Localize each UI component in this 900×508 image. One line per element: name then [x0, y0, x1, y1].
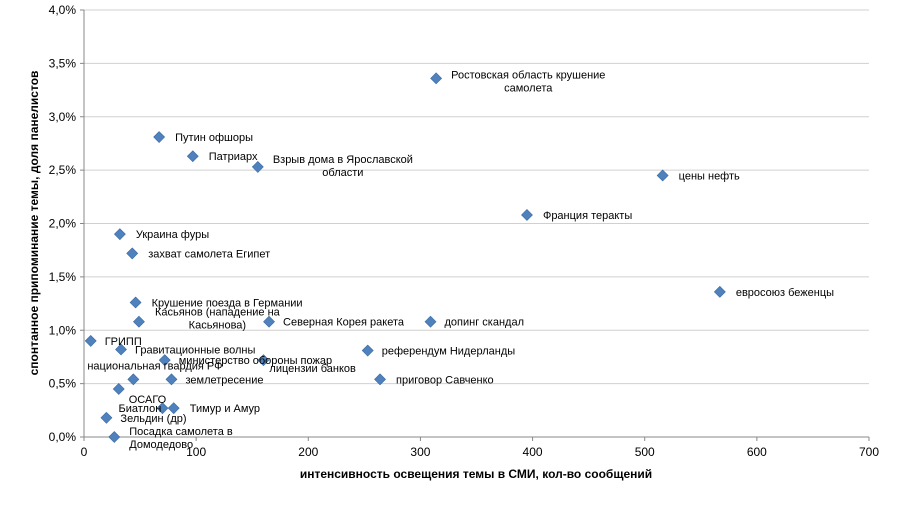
point-label: Путин офшоры — [175, 132, 253, 144]
x-tick-labels: 0 100 200 300 400 500 600 700 — [81, 437, 879, 459]
point-label: захват самолета Египет — [148, 248, 270, 260]
y-axis-title: спонтанное припоминание темы, доля панел… — [27, 71, 41, 376]
point-label: Тимур и Амур — [190, 403, 260, 415]
point-label: референдум Нидерланды — [382, 346, 516, 358]
x-axis-title: интенсивность освещения темы в СМИ, кол-… — [300, 467, 652, 481]
data-point-marker — [424, 315, 437, 328]
point-label: Франция теракты — [543, 210, 632, 222]
data-point-marker — [263, 315, 275, 328]
data-point-marker — [251, 160, 264, 173]
point-label-line: Взрыв дома в Ярославской — [273, 154, 413, 166]
x-tick-label: 400 — [523, 445, 543, 459]
point-label-line: Касьянов (нападение на — [155, 307, 281, 319]
point-label-line: Посадка самолета в — [129, 426, 233, 438]
data-point-marker — [656, 169, 669, 182]
point-label: евросоюз беженцы — [736, 287, 834, 299]
data-point-marker — [156, 402, 169, 415]
data-point-marker — [430, 72, 443, 85]
point-label: национальная гвардия РФ — [87, 360, 222, 372]
y-tick-label: 1,5% — [49, 270, 77, 284]
y-tick-labels: 0,0% 0,5% 1,0% 1,5% 2,0% 2,5% 3,0% 3,5% 4,0% — [49, 3, 84, 444]
y-tick-label: 3,0% — [49, 110, 77, 124]
point-label: Биатлон — [119, 403, 162, 415]
data-point-marker — [113, 228, 126, 241]
data-point-marker — [153, 131, 166, 143]
data-point-marker — [521, 209, 533, 221]
point-label: ГРИПП — [105, 336, 142, 348]
y-tick-label: 4,0% — [49, 3, 77, 17]
data-point-marker — [100, 411, 113, 424]
data-point-marker — [112, 383, 125, 395]
x-tick-label: 300 — [410, 445, 430, 459]
point-label: ОСАГО — [129, 394, 167, 406]
point-label: Патриарх — [209, 151, 258, 163]
data-point-marker — [713, 285, 726, 298]
y-tick-label: 1,0% — [49, 323, 77, 337]
point-label: министерство обороны пожар — [179, 355, 332, 367]
data-point-marker — [133, 315, 145, 328]
data-point-marker — [165, 373, 178, 386]
point-label: допинг скандал — [445, 317, 524, 329]
data-point-marker — [115, 343, 127, 356]
point-label: Северная Корея ракета — [283, 317, 405, 329]
y-tick-label: 3,5% — [49, 56, 77, 70]
gridlines — [84, 9, 869, 385]
data-point-marker — [158, 354, 171, 367]
data-point-marker — [361, 344, 374, 357]
point-label-line: Ростовская область крушение — [451, 69, 605, 81]
point-label: приговор Савченко — [396, 374, 494, 386]
data-point-marker — [84, 335, 97, 347]
data-point-marker — [257, 354, 270, 367]
x-tick-label: 600 — [747, 445, 767, 459]
y-tick-label: 2,5% — [49, 163, 77, 177]
point-label: лицензии банков — [269, 363, 356, 375]
point-label: Украина фуры — [136, 229, 209, 241]
data-point-marker — [167, 402, 180, 415]
data-point-marker — [127, 373, 140, 386]
data-point-marker — [374, 373, 386, 386]
data-points — [84, 72, 726, 443]
x-tick-label: 200 — [298, 445, 318, 459]
data-point-marker — [108, 431, 121, 443]
point-label: Крушение поезда в Германии — [152, 297, 303, 309]
point-label: Зельдин (др) — [120, 413, 186, 425]
y-tick-label: 2,0% — [49, 217, 77, 231]
data-point-marker — [126, 247, 139, 260]
x-tick-label: 700 — [859, 445, 879, 459]
y-tick-label: 0,0% — [49, 430, 77, 444]
point-label-line: Касьянова) — [189, 320, 246, 332]
y-tick-label: 0,5% — [49, 377, 77, 391]
data-point-marker — [186, 150, 199, 163]
point-label-line: самолета — [504, 82, 553, 94]
x-tick-label: 500 — [635, 445, 655, 459]
data-point-marker — [129, 296, 142, 309]
x-tick-label: 100 — [186, 445, 206, 459]
x-tick-label: 0 — [81, 445, 88, 459]
point-label-line: Домодедово — [129, 439, 193, 451]
point-label-line: области — [322, 167, 363, 179]
point-label: землетресение — [185, 374, 263, 386]
point-label: Гравитационные волны — [135, 344, 255, 356]
point-label: цены нефть — [679, 170, 740, 182]
